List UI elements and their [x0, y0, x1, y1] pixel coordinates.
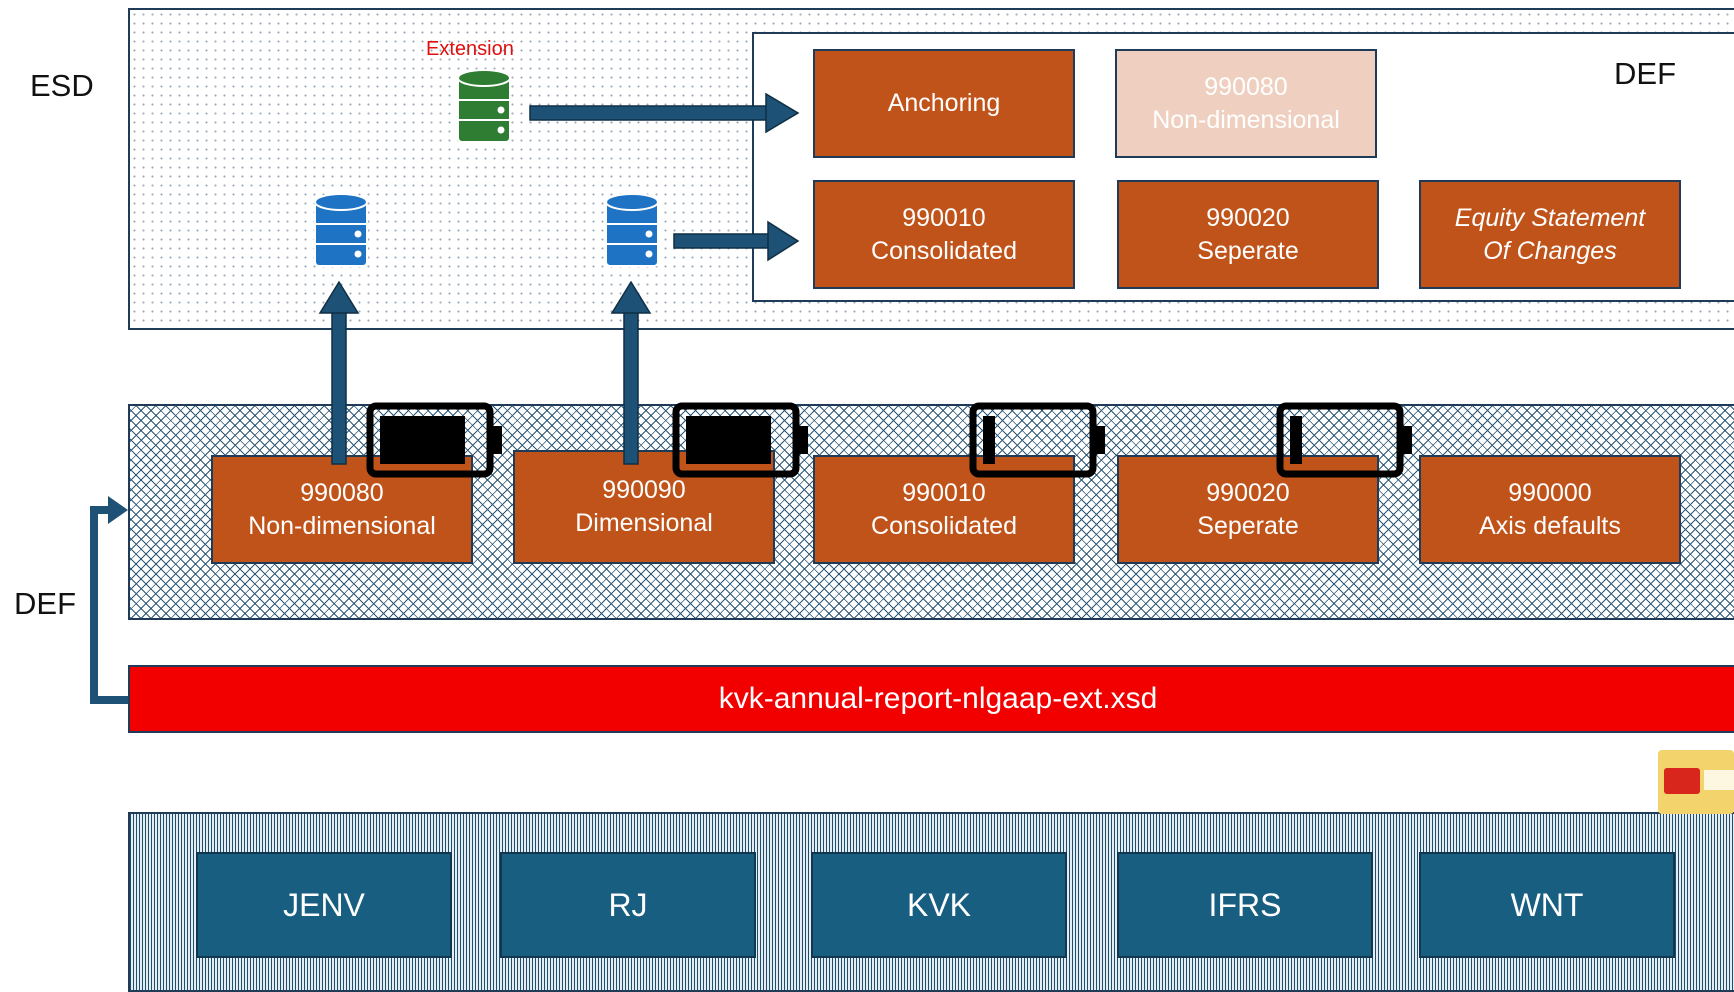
schema-bar[interactable]: kvk-annual-report-nlgaap-ext.xsd	[128, 665, 1734, 733]
battery-icon	[672, 402, 808, 478]
arrow-icon	[610, 280, 652, 465]
battery-fill	[983, 416, 995, 464]
base-box-kvk[interactable]: KVK	[811, 852, 1067, 958]
arrow-head	[108, 496, 128, 524]
battery-icon	[1276, 402, 1412, 478]
equity-line1: Equity Statement	[1454, 203, 1646, 232]
def-box-line2: Dimensional	[575, 509, 713, 537]
def-box-line2: Axis defaults	[1479, 511, 1621, 540]
battery-icon	[366, 402, 502, 478]
database-icon	[605, 193, 659, 267]
database-icon	[314, 193, 368, 267]
database-icon	[457, 69, 511, 143]
extension-label: Extension	[426, 38, 514, 60]
def-box-line1: 990010	[902, 478, 986, 507]
esd-consolidated-line2: Consolidated	[871, 236, 1017, 265]
def-box-line1: 990090	[602, 476, 686, 504]
def-box-line2: Seperate	[1197, 511, 1299, 540]
esd-consolidated-box[interactable]: 990010 Consolidated	[813, 180, 1075, 289]
anchoring-box[interactable]: Anchoring	[813, 49, 1075, 158]
arrow-icon	[90, 506, 128, 704]
nondim-faded-line2: Non-dimensional	[1152, 105, 1340, 134]
battery-fill	[1290, 416, 1302, 464]
base-box-label: IFRS	[1208, 886, 1282, 923]
def-box-line1: 990080	[300, 478, 384, 507]
def-box-line1: 990000	[1508, 478, 1592, 507]
equity-statement-box[interactable]: Equity Statement Of Changes	[1419, 180, 1681, 289]
esd-consolidated-line1: 990010	[902, 203, 986, 232]
batteries-group	[366, 402, 1412, 478]
base-box-wnt[interactable]: WNT	[1419, 852, 1675, 958]
base-box-label: KVK	[906, 886, 972, 923]
def-box-line2: Non-dimensional	[248, 511, 436, 540]
battery-icon	[969, 402, 1105, 478]
def-box-axis-defaults[interactable]: 990000 Axis defaults	[1419, 455, 1681, 564]
arrow-icon	[673, 220, 800, 262]
schema-bar-label: kvk-annual-report-nlgaap-ext.xsd	[718, 682, 1158, 715]
base-box-rj[interactable]: RJ	[500, 852, 756, 958]
esd-seperate-box[interactable]: 990020 Seperate	[1117, 180, 1379, 289]
base-box-label: WNT	[1510, 886, 1584, 923]
equity-line2: Of Changes	[1483, 236, 1617, 265]
battery-fill	[686, 416, 771, 464]
nondim-faded-line1: 990080	[1204, 72, 1288, 101]
def-box-line2: Consolidated	[871, 511, 1017, 540]
esd-label: ESD	[30, 68, 94, 103]
battery-fill	[380, 416, 465, 464]
esd-seperate-line1: 990020	[1206, 203, 1290, 232]
def-inner-label: DEF	[1614, 56, 1676, 91]
base-box-label: RJ	[608, 886, 648, 923]
anchoring-line1: Anchoring	[887, 89, 1001, 117]
nondimensional-faded-box[interactable]: 990080 Non-dimensional	[1115, 49, 1377, 158]
esd-seperate-line2: Seperate	[1197, 236, 1299, 265]
base-box-label: JENV	[283, 886, 365, 923]
def-left-label: DEF	[14, 586, 76, 621]
base-box-jenv[interactable]: JENV	[196, 852, 452, 958]
def-box-line1: 990020	[1206, 478, 1290, 507]
def-box-dimensional[interactable]: 990090 Dimensional	[513, 450, 775, 564]
arrow-icon	[318, 280, 360, 465]
lego-thumbnail	[1658, 750, 1734, 814]
arrow-icon	[529, 92, 800, 134]
base-box-ifrs[interactable]: IFRS	[1117, 852, 1373, 958]
lego-logo	[1664, 768, 1700, 794]
